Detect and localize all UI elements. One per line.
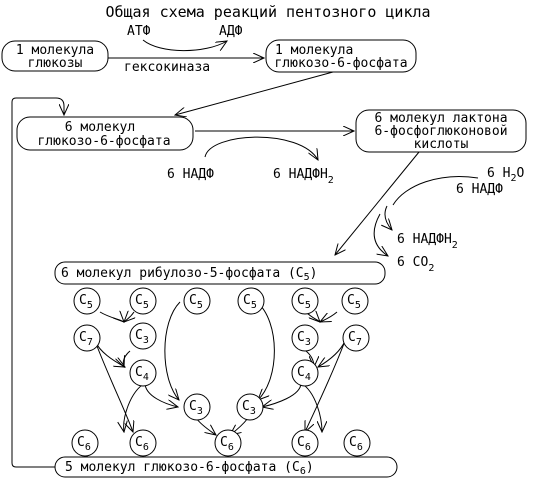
g6p-five-box: 5 молекул глюкозо-6-фосфата (C6)	[54, 456, 398, 478]
connector-lines	[94, 301, 346, 435]
r3-nadp-label: 6 НАДФ	[456, 182, 503, 197]
carbon-circle-c3: C3	[129, 322, 157, 350]
carbon-circle-c5: C5	[291, 287, 319, 315]
carbon-circle-label: C3	[189, 399, 203, 417]
g6p-five-box-label: 5 молекул глюкозо-6-фосфата (C6)	[65, 460, 314, 477]
carbon-circle-label: C5	[135, 293, 149, 311]
lactone-box: 6 молекул лактона 6-фосфоглюконовой кисл…	[355, 109, 527, 153]
g6p-single-box: 1 молекула глюкозо-6-фосфата	[265, 39, 417, 73]
nadp-nadph-arc	[204, 136, 318, 160]
carbon-circle-label: C7	[348, 330, 362, 348]
carbon-circle-label: C6	[349, 435, 363, 453]
carbon-circle-label: C7	[79, 330, 93, 348]
r2-nadph-label: 6 НАДФН2	[273, 167, 334, 186]
carbon-circle-c6: C6	[129, 429, 157, 457]
carbon-circle-c3: C3	[291, 324, 319, 352]
water-nadp-intake-curve	[392, 176, 479, 206]
carbon-circle-label: C4	[135, 365, 149, 383]
g6p-six-box: 6 молекул глюкозо-6-фосфата	[16, 116, 194, 151]
glucose-box-line1: 1 молекула	[16, 43, 94, 58]
lactone-box-line1: 6 молекул лактона	[374, 111, 507, 126]
carbon-circle-c7: C7	[342, 324, 370, 352]
carbon-circle-label: C5	[79, 293, 93, 311]
co2-label: 6 CO2	[397, 255, 434, 274]
carbon-circle-label: C6	[220, 435, 234, 453]
carbon-circle-c6: C6	[71, 429, 99, 457]
carbon-circle-label: C3	[297, 330, 311, 348]
carbon-circle-c6: C6	[291, 429, 319, 457]
carbon-circle-label: C6	[135, 435, 149, 453]
g6p-single-box-line1: 1 молекула	[275, 43, 353, 58]
hexokinase-label: гексокиназа	[124, 60, 210, 75]
atp-label: АТФ	[127, 24, 151, 39]
glucose-box-line2: глюкозы	[28, 56, 83, 71]
carbon-circle-c6: C6	[343, 429, 371, 457]
adp-label: АДФ	[219, 24, 243, 39]
carbon-circle-c5: C5	[237, 287, 265, 315]
carbon-circle-c3: C3	[183, 393, 211, 421]
carbon-circle-label: C5	[189, 293, 203, 311]
lactone-to-ribulose-arrow	[335, 151, 420, 255]
ribulose-box-label: 6 молекул рибулозо-5-фосфата (C5)	[61, 266, 318, 283]
carbon-circle-label: C5	[243, 293, 257, 311]
g6p-six-box-line2: глюкозо-6-фосфата	[37, 134, 170, 149]
g6p-to-g6p6-arrow	[175, 71, 334, 115]
carbon-circle-label: C6	[77, 435, 91, 453]
g6p-six-box-line1: 6 молекул	[65, 120, 135, 135]
carbon-circle-c5: C5	[73, 287, 101, 315]
carbon-circle-c7: C7	[73, 324, 101, 352]
lactone-box-line3: кислоты	[414, 137, 469, 152]
carbon-circle-label: C6	[297, 435, 311, 453]
carbon-circle-label: C4	[297, 365, 311, 383]
recycle-loop-line	[11, 97, 64, 468]
lactone-box-line2: 6-фосфоглюконовой	[374, 124, 507, 139]
carbon-circle-c5: C5	[129, 287, 157, 315]
carbon-circle-c5: C5	[183, 287, 211, 315]
carbon-circle-label: C3	[135, 328, 149, 346]
carbon-circle-c5: C5	[341, 287, 369, 315]
co2-release-curve	[373, 213, 388, 256]
glucose-box: 1 молекула глюкозы	[1, 40, 109, 72]
atp-adp-arc	[142, 39, 227, 52]
nadph-release-curve	[385, 205, 392, 230]
ribulose-box: 6 молекул рибулозо-5-фосфата (C5)	[54, 261, 386, 285]
diagram-title: Общая схема реакций пентозного цикла	[105, 3, 430, 21]
carbon-circle-label: C3	[242, 399, 256, 417]
water-label: 6 H2O	[487, 166, 525, 184]
carbon-circle-c6: C6	[214, 429, 242, 457]
carbon-circle-label: C5	[297, 293, 311, 311]
carbon-circle-label: C5	[347, 293, 361, 311]
carbon-circle-c3: C3	[236, 393, 264, 421]
r3-nadph-label: 6 НАДФН2	[397, 232, 458, 251]
carbon-circle-c4: C4	[291, 359, 319, 387]
r2-nadp-label: 6 НАДФ	[167, 167, 214, 182]
carbon-circle-c4: C4	[129, 359, 157, 387]
g6p-single-box-line2: глюкозо-6-фосфата	[274, 56, 407, 71]
